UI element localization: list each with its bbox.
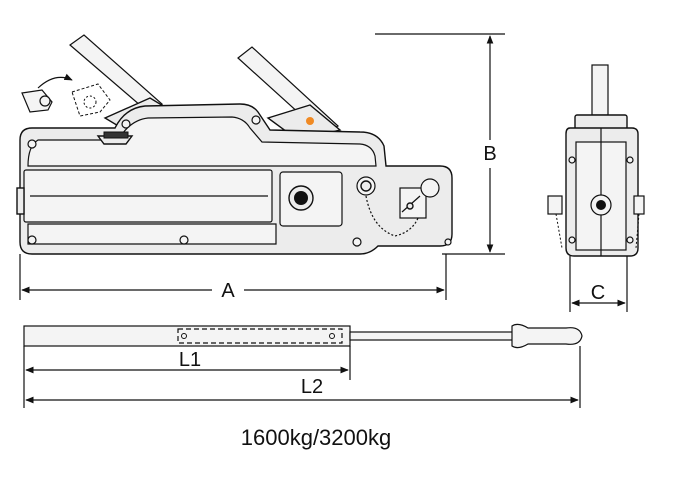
hoist-side-view [16,34,453,255]
handle-inner-rod [349,331,516,341]
dimension-C-label: C [591,282,605,304]
release-lever [21,73,111,117]
dimension-B: B [375,33,505,255]
dimension-A: A [19,254,447,302]
dimension-L2-label: L2 [301,376,323,398]
hoist-end-view [547,64,645,257]
end-lever-stub [591,64,609,116]
dimension-B-label: B [483,143,496,165]
handle-grip [511,323,583,349]
dimension-L1: L1 [23,346,351,408]
capacity-caption: 1600kg/3200kg [241,425,391,450]
shear-pin-grip [96,131,134,145]
body-bolts [27,115,452,247]
dimension-A-label: A [221,280,235,302]
anchor-pin-with-chain [356,176,440,237]
dimension-L2: L2 [25,346,581,408]
indicator-dot [306,117,314,125]
forward-lever [69,34,164,113]
dimension-L1-label: L1 [179,349,201,371]
dimension-C: C [569,256,628,312]
telescopic-handle [23,323,583,349]
